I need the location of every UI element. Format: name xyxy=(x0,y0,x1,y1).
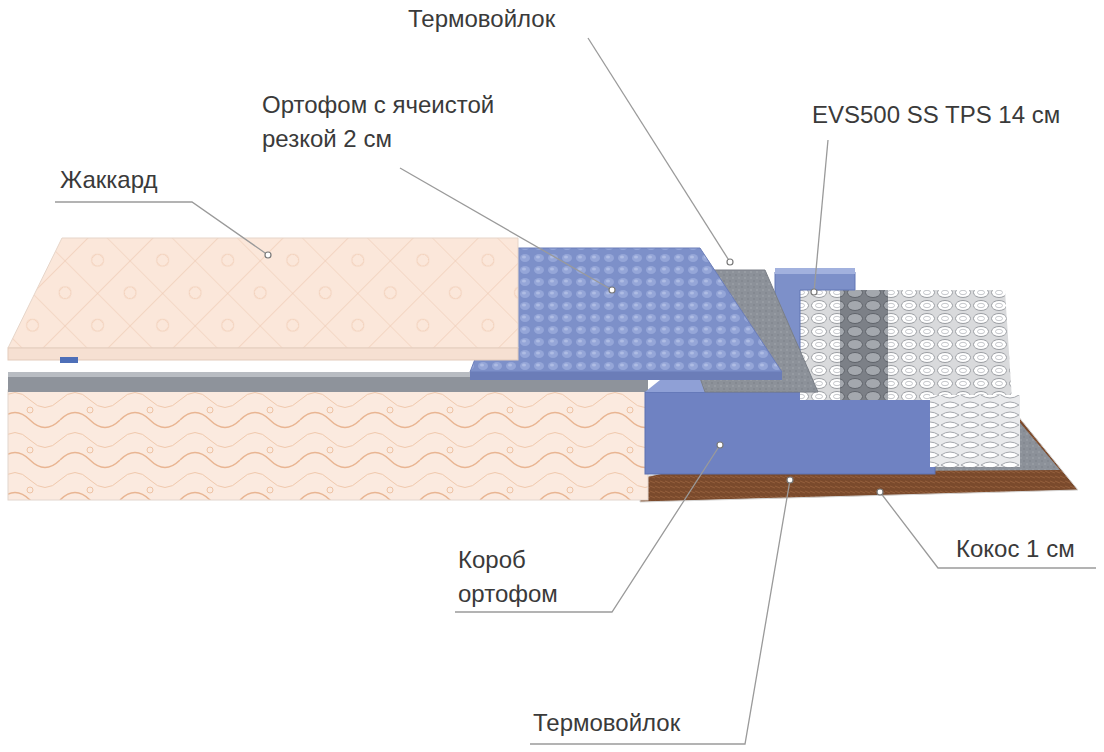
part-label: Термовойлок xyxy=(408,2,555,36)
part-label: Термовойлок xyxy=(533,706,680,740)
part-label: Ортофом с ячеистой резкой 2 см xyxy=(262,88,552,156)
leader-dots xyxy=(265,252,883,495)
leader-lines xyxy=(55,38,1096,744)
part-label: EVS500 SS TPS 14 см xyxy=(812,98,1060,132)
part-label: Кокос 1 см xyxy=(956,532,1075,566)
part-label: Короб ортофом xyxy=(458,543,586,611)
part-label: Жаккард xyxy=(60,163,157,197)
